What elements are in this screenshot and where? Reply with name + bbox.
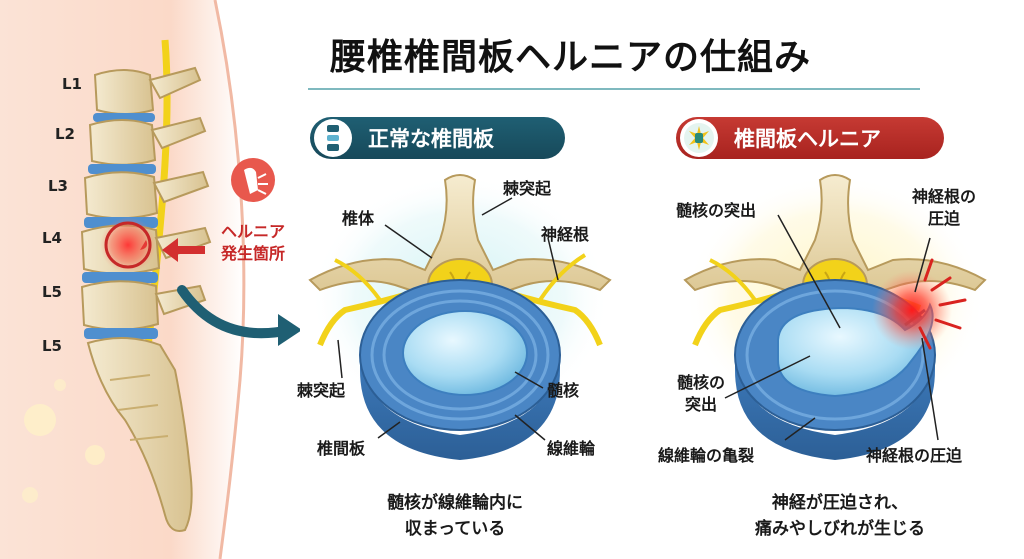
hernia-header: 椎間板ヘルニア bbox=[676, 117, 944, 159]
label-disc: 椎間板 bbox=[317, 439, 366, 458]
vertebra-label-l2: L2 bbox=[55, 125, 75, 143]
sacrum bbox=[86, 336, 193, 532]
burst-icon bbox=[680, 119, 718, 157]
normal-disc-header: 正常な椎間板 bbox=[310, 117, 565, 159]
vertebra-label-l1: L1 bbox=[62, 75, 82, 93]
label-annulus-tear: 線維輪の亀裂 bbox=[658, 446, 755, 465]
vertebra-l2 bbox=[88, 116, 207, 166]
normal-disc-diagram bbox=[308, 174, 612, 460]
spine-icon bbox=[314, 119, 352, 157]
label-nerve-compression-top: 神経根の 圧迫 bbox=[911, 187, 976, 228]
normal-disc-title: 正常な椎間板 bbox=[368, 127, 494, 151]
vertebra-l5 bbox=[80, 280, 207, 331]
spine-illustration bbox=[0, 0, 300, 559]
label-nucleus: 髄核 bbox=[547, 381, 580, 400]
label-nucleus-protrusion-top: 髄核の突出 bbox=[676, 201, 757, 220]
normal-caption: 髄核が線維輪内に 収まっている bbox=[387, 493, 523, 539]
hernia-disc-diagram bbox=[683, 174, 987, 460]
vertebra-label-l5: L5 bbox=[42, 283, 62, 301]
vertebra-label-l4: L4 bbox=[42, 229, 62, 247]
hernia-site-label: ヘルニア 発生箇所 bbox=[220, 222, 285, 263]
page-title: 腰椎椎間板ヘルニアの仕組み bbox=[330, 37, 812, 78]
hernia-title: 椎間板ヘルニア bbox=[734, 127, 881, 151]
arrow-icon bbox=[278, 314, 300, 346]
vertebra-label-l3: L3 bbox=[48, 177, 68, 195]
label-spinous-process-top: 棘突起 bbox=[503, 179, 552, 198]
label-nerve-root: 神経根 bbox=[541, 225, 590, 244]
label-annulus: 線維輪 bbox=[547, 439, 596, 458]
disc-diagrams bbox=[308, 174, 987, 460]
hernia-caption: 神経が圧迫され、 痛みやしびれが生じる bbox=[755, 493, 925, 539]
title-divider bbox=[308, 88, 920, 90]
vertebra-l1 bbox=[93, 66, 202, 115]
vertebra-l3 bbox=[83, 170, 210, 220]
label-nucleus-protrusion-left: 髄核の 突出 bbox=[676, 373, 725, 414]
label-nerve-compression-bottom: 神経根の圧迫 bbox=[866, 446, 963, 465]
vertebra-label-l5b: L5 bbox=[42, 337, 62, 355]
label-vertebral-body: 椎体 bbox=[342, 209, 375, 228]
spine-panel: L1 L2 L3 L4 L5 L5 ヘルニア 発生箇所 bbox=[0, 0, 300, 559]
label-spinous-process-left: 棘突起 bbox=[297, 381, 346, 400]
